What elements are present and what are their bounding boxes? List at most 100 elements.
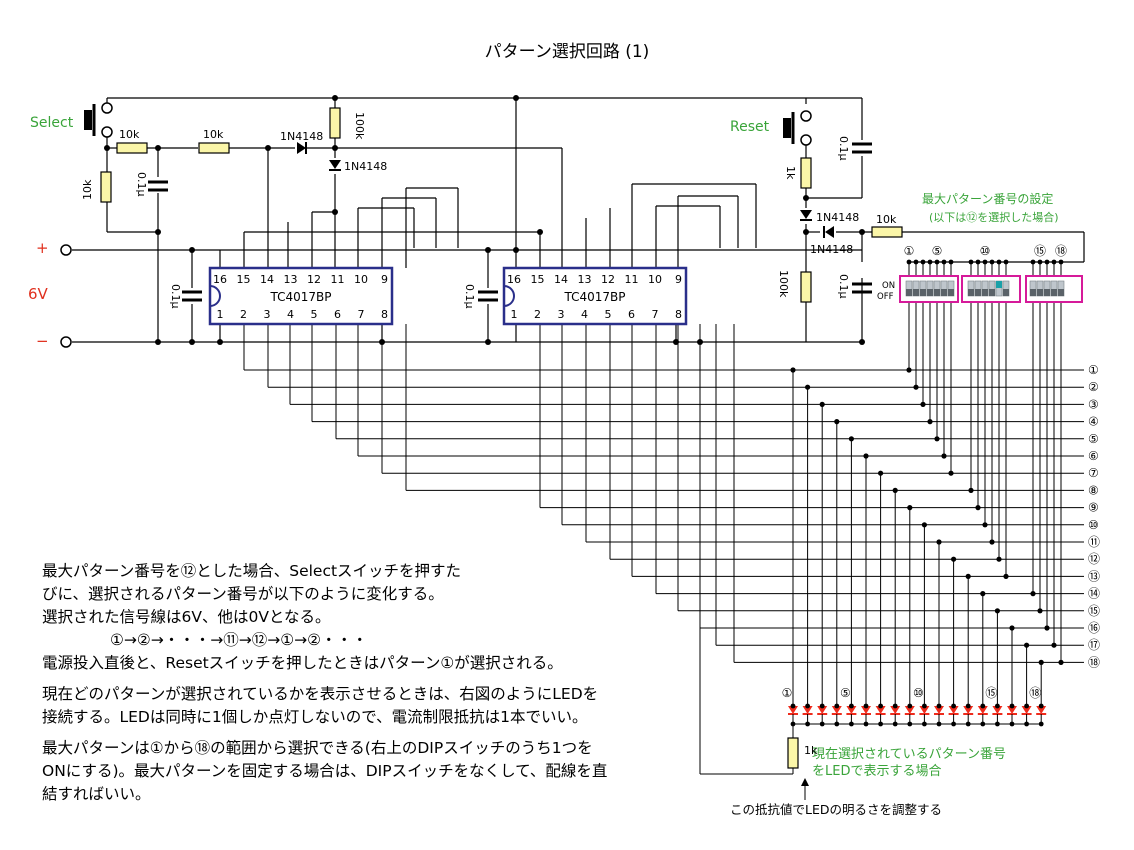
resistor	[800, 157, 812, 189]
ic-pin-number: 6	[628, 308, 635, 321]
dip-marker: ⑱	[1055, 244, 1067, 258]
minus-terminal	[60, 336, 72, 348]
ic-pin-number: 2	[534, 308, 541, 321]
ic-pin-number: 15	[237, 273, 251, 286]
output-label: ③	[1088, 397, 1099, 411]
ic-pin-number: 9	[381, 273, 388, 286]
junction-dot	[906, 259, 912, 265]
junction-dot	[922, 703, 927, 709]
note-line: 選択された信号線は6V、他は0Vとなる。	[42, 608, 331, 626]
junction-dot	[995, 703, 1000, 709]
output-label: ⑦	[1088, 466, 1099, 480]
minus-label: −	[36, 332, 49, 350]
ic-pin-number: 3	[558, 308, 565, 321]
junction-dot	[936, 703, 942, 709]
ic-pin-number: 4	[581, 308, 588, 321]
junction-dot	[155, 229, 161, 235]
led	[919, 706, 930, 714]
junction-dot	[920, 259, 926, 265]
junction-dot	[189, 247, 195, 253]
output-label: ⑰	[1088, 638, 1100, 652]
junction-dot	[1037, 259, 1043, 265]
junction-dot	[892, 487, 898, 493]
junction-dot	[878, 703, 883, 709]
resistor-label-10k: 10k	[876, 213, 897, 226]
junction-dot	[485, 247, 491, 253]
junction-dot	[907, 703, 913, 709]
dip-toggles	[905, 280, 1065, 297]
junction-dot	[907, 505, 913, 511]
dip-toggle-knob	[1051, 289, 1057, 296]
junction-dot	[379, 339, 385, 345]
wiring	[72, 97, 1085, 343]
led	[788, 706, 798, 714]
junction-dot	[189, 339, 195, 345]
junction-dot	[803, 229, 809, 235]
led	[831, 706, 842, 714]
dip-marker: ⑤	[932, 244, 943, 258]
junction-dot	[834, 419, 840, 425]
ic-pin-number: 16	[507, 273, 521, 286]
ic-pin-number: 11	[331, 273, 345, 286]
dip-marker: ⑮	[1034, 244, 1046, 258]
resistor	[198, 142, 230, 154]
ic-pin-number: 13	[284, 273, 298, 286]
dip-toggle-knob	[968, 289, 974, 296]
resistor	[116, 142, 148, 154]
dip-off-label: OFF	[877, 292, 894, 302]
select-label: Select	[30, 115, 74, 131]
capacitor-label: 0.1μ	[463, 284, 476, 309]
ic-pin-number: 15	[531, 273, 545, 286]
junction-dot	[941, 259, 947, 265]
junction-dot	[859, 229, 865, 235]
ic-label-1: TC4017BP	[269, 290, 331, 304]
select-switch-contact	[101, 102, 113, 114]
led-array	[699, 342, 1047, 775]
resistor-note: この抵抗値でLEDの明るさを調整する	[730, 802, 942, 817]
diode-label: 1N4148	[810, 243, 853, 256]
diagram-title: パターン選択回路 (1)	[485, 42, 650, 62]
junction-dot	[332, 209, 338, 215]
resistor-label-100k: 100k	[353, 112, 366, 140]
output-label: ⑱	[1088, 655, 1100, 669]
ic-pin-number: 5	[311, 308, 318, 321]
junction-dot	[927, 419, 933, 425]
junction-dot	[906, 367, 912, 373]
terminals	[60, 102, 812, 348]
output-label: ⑭	[1088, 587, 1100, 601]
junction-dot	[980, 703, 986, 709]
dip-on-label: ON	[882, 281, 895, 291]
ic-pin-number: 7	[652, 308, 659, 321]
ic-pin-number: 8	[675, 308, 682, 321]
led	[977, 706, 988, 714]
dip-title: 最大パターン番号の設定	[922, 191, 1053, 206]
junction-dot	[863, 453, 869, 459]
led	[875, 706, 886, 714]
led	[948, 706, 959, 714]
junction-dot	[965, 573, 971, 580]
led-marker: ⑤	[840, 686, 851, 700]
capacitor-label: 0.1μ	[837, 136, 850, 161]
led	[817, 706, 828, 714]
led	[934, 706, 944, 714]
junction-dot	[859, 339, 865, 345]
ic-pin-number: 1	[217, 308, 224, 321]
junction-dot	[803, 195, 809, 201]
junction-dot	[863, 703, 869, 709]
junction-dot	[951, 703, 956, 709]
junction-dot	[217, 339, 223, 345]
junction-dot	[948, 470, 954, 476]
output-label: ⑤	[1088, 432, 1099, 446]
junction-dot	[1024, 642, 1030, 648]
junction-dot	[155, 145, 161, 151]
capacitor-label: 0.1μ	[135, 172, 148, 197]
led	[992, 706, 1003, 714]
junction-dot	[485, 339, 491, 345]
junction-dot	[892, 703, 898, 709]
led-marker: ⑱	[1029, 686, 1041, 700]
junction-dot	[934, 436, 940, 442]
ic-pin-number: 6	[334, 308, 341, 321]
diode	[800, 210, 812, 219]
